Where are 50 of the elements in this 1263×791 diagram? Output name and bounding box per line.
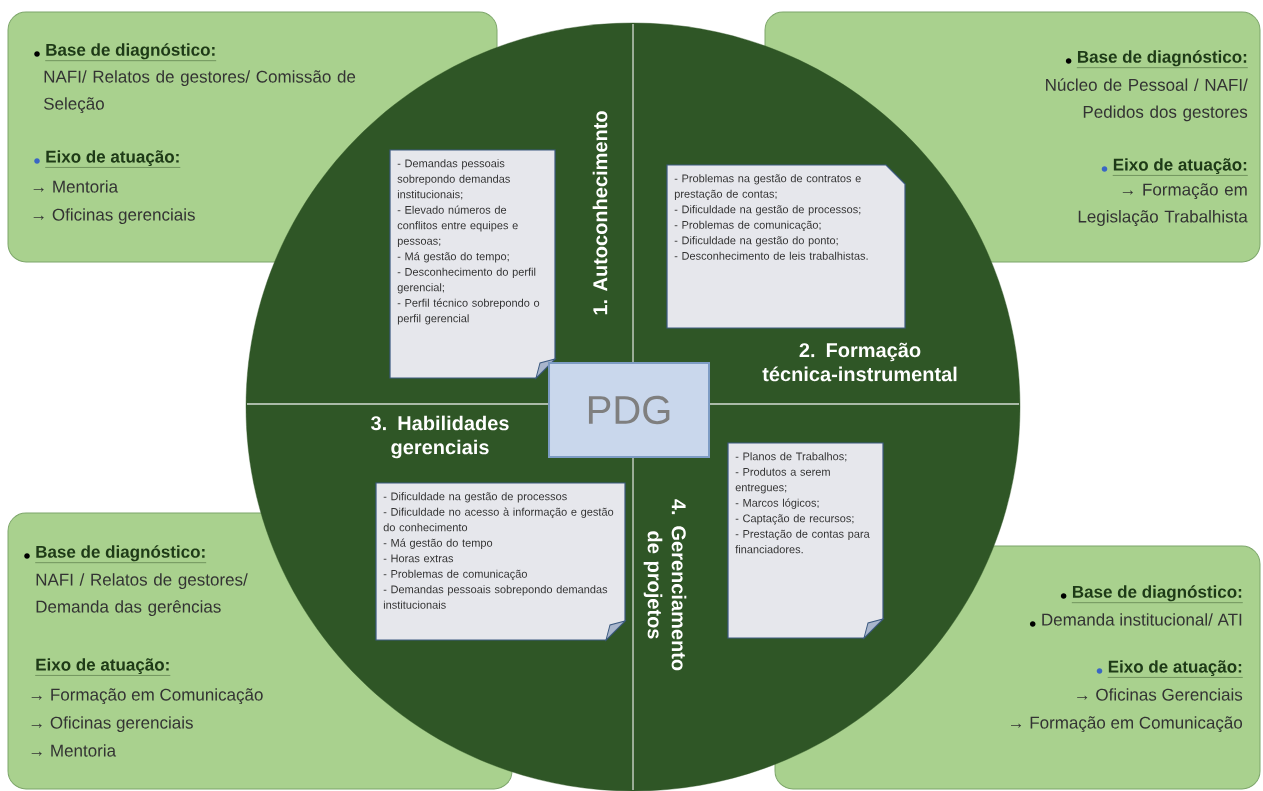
list-item: - Perfil técnico sobrepondo o perfil gerencial — [397, 298, 540, 325]
card-text: → Formação em Comunicação — [1011, 716, 1243, 733]
list-item: - Demandas pessoais sobrepondo demandas institucionais — [383, 585, 608, 609]
card-text: Demanda institucional/ ATI — [1042, 613, 1242, 626]
card-text: → Mentoria — [31, 744, 117, 757]
card-text: → Oficinas Gerenciais — [1077, 688, 1243, 701]
title-box: PDG — [548, 362, 710, 458]
heading: Base de diagnóstico: — [1076, 50, 1248, 68]
note-card — [727, 442, 884, 639]
list-item: - Dificuldade na gestão de processos — [383, 492, 567, 503]
list-item: - Má gestão do tempo; — [397, 252, 509, 263]
quadrant-title: 3. Habilidades gerenciais — [371, 415, 509, 459]
card-text: → Formação em Comunicação — [31, 688, 263, 705]
card-text: → Oficinas gerenciais — [31, 716, 193, 733]
heading: Eixo de atuação: — [45, 150, 181, 168]
heading: Eixo de atuação: — [1112, 158, 1248, 176]
list-item: - Problemas de comunicação; — [674, 220, 821, 231]
quadrant-title: 2. Formação técnica-instrumental — [762, 342, 957, 382]
list-item: - Problemas na gestão de contratos e prestação de contas; — [674, 174, 861, 200]
note-card — [666, 164, 906, 329]
heading: Base de diagnóstico: — [1071, 585, 1243, 603]
list-item: - Desconhecimento de leis trabalhistas. — [674, 251, 868, 260]
card-text: → Formação em Legislação Trabalhista — [1078, 183, 1248, 226]
list-item: - Planos de Trabalhos; — [735, 452, 847, 462]
quadrant-title: 4. Gerenciamento de projetos — [643, 499, 687, 671]
card-text: NAFI/ Relatos de gestores/ Comissão de Seleção — [44, 70, 356, 114]
card-text: Núcleo de Pessoal / NAFI/ Pedidos dos gestores — [1046, 78, 1248, 122]
list-item: - Demandas pessoais sobrepondo demandas institucionais; — [397, 159, 510, 200]
heading: Eixo de atuação: — [1107, 660, 1243, 678]
list-item: - Produtos a serem entregues; — [735, 467, 830, 494]
list-item: - Dificuldade na gestão do ponto; — [674, 236, 838, 247]
list-item: - Dificuldade na gestão de processos; — [674, 205, 861, 216]
list-item: - Horas extras — [383, 554, 454, 563]
card-text: → Mentoria — [33, 180, 119, 193]
heading: Base de diagnóstico: — [45, 43, 217, 61]
list-item: - Má gestão do tempo — [383, 538, 493, 549]
list-item: - Desconhecimento do perfil gerencial; — [397, 267, 536, 294]
list-item: - Marcos lógicos; — [735, 498, 819, 509]
list-item: - Dificuldade no acesso à informação e gestão do conhecimento — [383, 507, 614, 532]
card-text: NAFI / Relatos de gestores/ Demanda das gerências — [36, 573, 248, 617]
note-card — [375, 482, 626, 641]
note-card — [389, 149, 556, 379]
list-item: - Captação de recursos; — [735, 514, 854, 525]
list-item: - Elevado números de conflitos entre equipes e pessoas; — [397, 205, 518, 247]
quadrant-title: 1. Autoconhecimento — [592, 111, 608, 315]
card-text: → Oficinas gerenciais — [33, 208, 195, 225]
heading: Eixo de atuação: — [35, 658, 171, 676]
list-item: - Problemas de comunicação — [383, 569, 527, 580]
list-item: - Prestação de contas para financiadores. — [735, 529, 870, 554]
heading: Base de diagnóstico: — [35, 545, 207, 563]
